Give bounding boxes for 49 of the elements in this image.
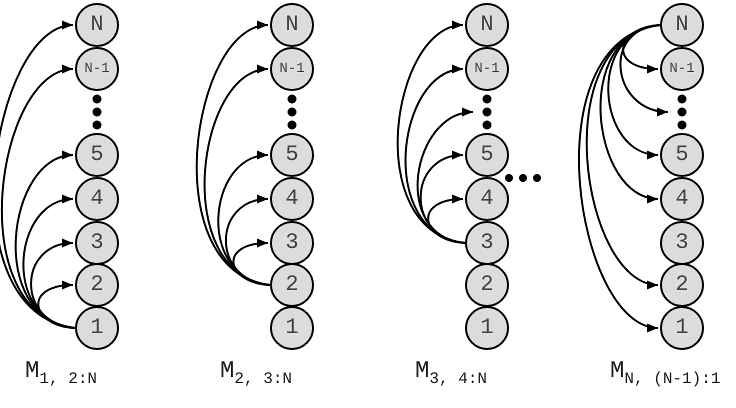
arrow: [30, 240, 76, 329]
circle-node: 2: [660, 263, 704, 307]
circle-node: 1: [270, 306, 314, 350]
arrow: [397, 23, 466, 244]
circle-node: 3: [75, 221, 119, 265]
circle-node: N: [465, 3, 509, 47]
circle-node: 5: [660, 133, 704, 177]
arrow: [420, 152, 466, 244]
arrow: [14, 152, 76, 329]
circle-node: 4: [270, 177, 314, 221]
circle-node: 2: [75, 263, 119, 307]
arrow: [217, 152, 270, 286]
circle-node: N: [75, 3, 119, 47]
circle-node: N-1: [270, 47, 314, 91]
arrow: [578, 24, 660, 330]
circle-node: 5: [465, 133, 509, 177]
circle-node: 5: [270, 133, 314, 177]
circle-node: N-1: [660, 47, 704, 91]
arrow: [622, 24, 660, 73]
circle-node: 1: [75, 306, 119, 350]
formula-label: M$_{2, 3:N}$: [220, 358, 292, 388]
circle-node: N-1: [75, 47, 119, 91]
arrow: [196, 24, 270, 286]
arrow: [0, 24, 76, 329]
formula-label: M$_{3, 4:N}$: [415, 358, 488, 388]
arrow: [427, 195, 466, 244]
circle-node: 4: [465, 177, 509, 221]
circle-node: N: [270, 3, 314, 47]
circle-node: 3: [465, 221, 509, 265]
circle-node: 2: [270, 263, 314, 307]
circle-node: 1: [660, 306, 704, 350]
circle-node: 1: [465, 306, 509, 350]
circle-node: 2: [465, 263, 509, 307]
arrow: [37, 281, 76, 329]
arrow: [22, 196, 76, 329]
circle-node: 4: [660, 177, 704, 221]
formula-label: M$_{N, (N-1):1}$: [610, 358, 720, 388]
formula-label: M$_{1, 2:N}$: [25, 358, 98, 388]
arrow: [620, 24, 668, 116]
circle-node: 3: [660, 221, 704, 265]
arrow: [232, 239, 270, 286]
arrow: [225, 196, 270, 286]
circle-node: 3: [270, 221, 314, 265]
arrow: [600, 24, 660, 202]
circle-node: N-1: [465, 47, 509, 91]
arrow: [1, 68, 76, 329]
circle-node: N: [660, 3, 704, 47]
circle-node: 4: [75, 177, 119, 221]
circle-node: 5: [75, 133, 119, 177]
